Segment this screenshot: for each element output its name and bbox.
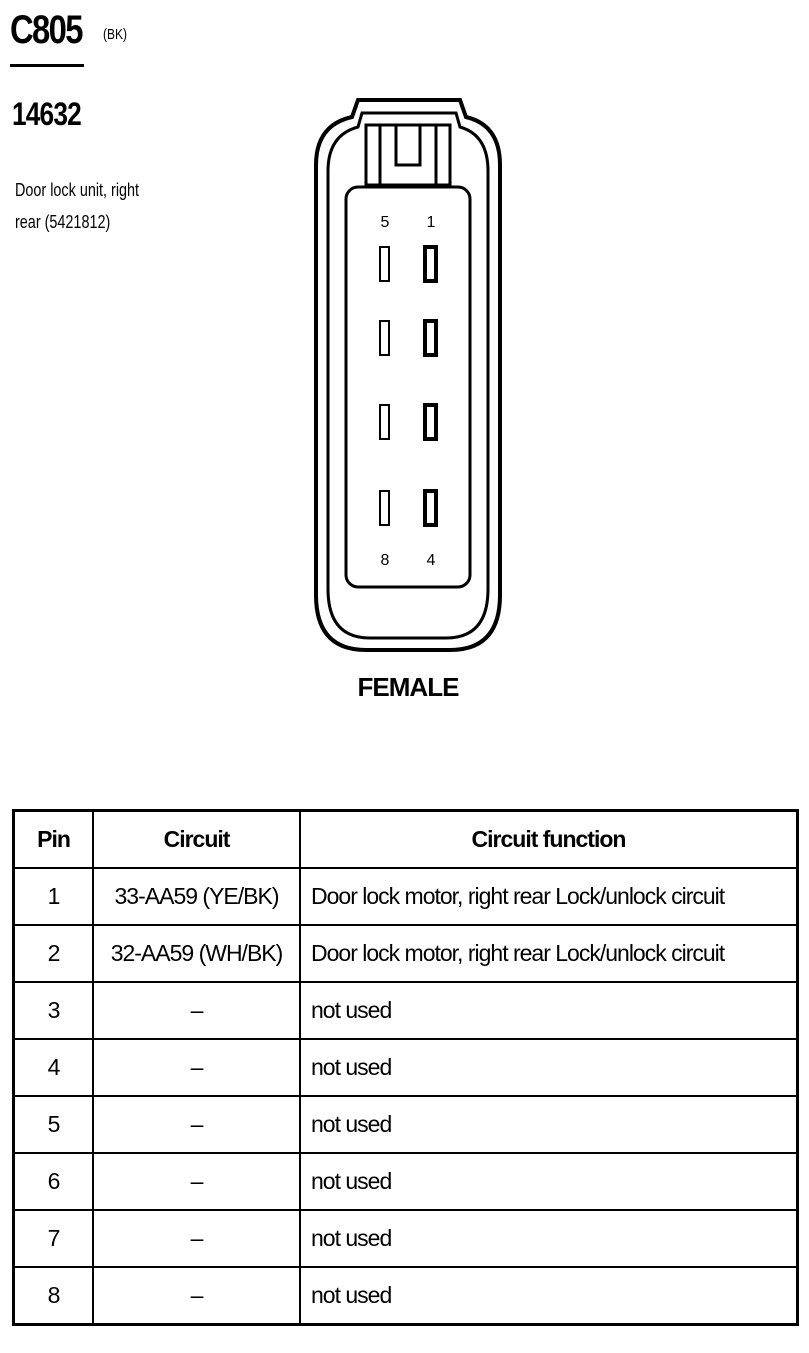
- cell-circuit: 32-AA59 (WH/BK): [92, 924, 301, 983]
- cavity-frame: [344, 185, 472, 589]
- connector-id: C805: [10, 8, 83, 52]
- cell-function: not used: [299, 1095, 799, 1154]
- connector-gender: FEMALE: [357, 672, 460, 702]
- table-row: 7 – not used: [12, 1209, 799, 1268]
- cell-circuit: –: [92, 1209, 301, 1268]
- header-circuit-function: Circuit function: [299, 809, 799, 869]
- cell-function: not used: [299, 1266, 799, 1326]
- cavity-label-4: 4: [427, 552, 436, 569]
- table-row: 4 – not used: [12, 1038, 799, 1097]
- header-pin: Pin: [12, 809, 94, 869]
- cell-pin: 2: [12, 924, 94, 983]
- connector-outer-shell: [314, 98, 502, 652]
- table-row: 5 – not used: [12, 1095, 799, 1154]
- cavity-6: [379, 320, 390, 356]
- cell-pin: 1: [12, 867, 94, 926]
- cell-function: not used: [299, 1038, 799, 1097]
- table-header-row: Pin Circuit Circuit function: [12, 809, 799, 869]
- cell-function: not used: [299, 981, 799, 1040]
- cell-pin: 3: [12, 981, 94, 1040]
- cavity-label-8: 8: [381, 552, 390, 569]
- cavity-5: [379, 246, 390, 282]
- cavity-1: [423, 245, 438, 283]
- cell-function: not used: [299, 1209, 799, 1268]
- cavity-7: [379, 404, 390, 440]
- cell-circuit: –: [92, 1095, 301, 1154]
- title-underline: [10, 64, 84, 67]
- cell-circuit: –: [92, 1152, 301, 1211]
- cavity-label-5: 5: [381, 214, 390, 231]
- header-circuit: Circuit: [92, 809, 301, 869]
- cell-pin: 8: [12, 1266, 94, 1326]
- connector-color-code: (BK): [103, 26, 127, 43]
- table-row: 8 – not used: [12, 1266, 799, 1326]
- table-row: 3 – not used: [12, 981, 799, 1040]
- pinout-table: Pin Circuit Circuit function 1 33-AA59 (…: [12, 809, 799, 1326]
- cavity-label-1: 1: [427, 214, 436, 231]
- part-number: 14632: [12, 96, 82, 132]
- cell-pin: 5: [12, 1095, 94, 1154]
- cell-function: Door lock motor, right rear Lock/unlock …: [299, 924, 799, 983]
- connector-face-diagram: 5 1 8 4: [314, 98, 502, 652]
- latch-icon: [364, 123, 452, 187]
- pin-cavities: [379, 245, 438, 527]
- table-row: 2 32-AA59 (WH/BK) Door lock motor, right…: [12, 924, 799, 983]
- cavity-3: [423, 403, 438, 441]
- connector-description: Door lock unit, right rear (5421812): [15, 180, 140, 232]
- cell-circuit: –: [92, 981, 301, 1040]
- cell-pin: 6: [12, 1152, 94, 1211]
- table-row: 6 – not used: [12, 1152, 799, 1211]
- cell-circuit: –: [92, 1266, 301, 1326]
- cell-pin: 4: [12, 1038, 94, 1097]
- cavity-2: [423, 319, 438, 357]
- connector-inner-shell: [326, 111, 490, 640]
- cell-circuit: 33-AA59 (YE/BK): [92, 867, 301, 926]
- cell-circuit: –: [92, 1038, 301, 1097]
- table-row: 1 33-AA59 (YE/BK) Door lock motor, right…: [12, 867, 799, 926]
- cavity-4: [423, 489, 438, 527]
- cell-function: Door lock motor, right rear Lock/unlock …: [299, 867, 799, 926]
- cell-pin: 7: [12, 1209, 94, 1268]
- cavity-8: [379, 490, 390, 526]
- cell-function: not used: [299, 1152, 799, 1211]
